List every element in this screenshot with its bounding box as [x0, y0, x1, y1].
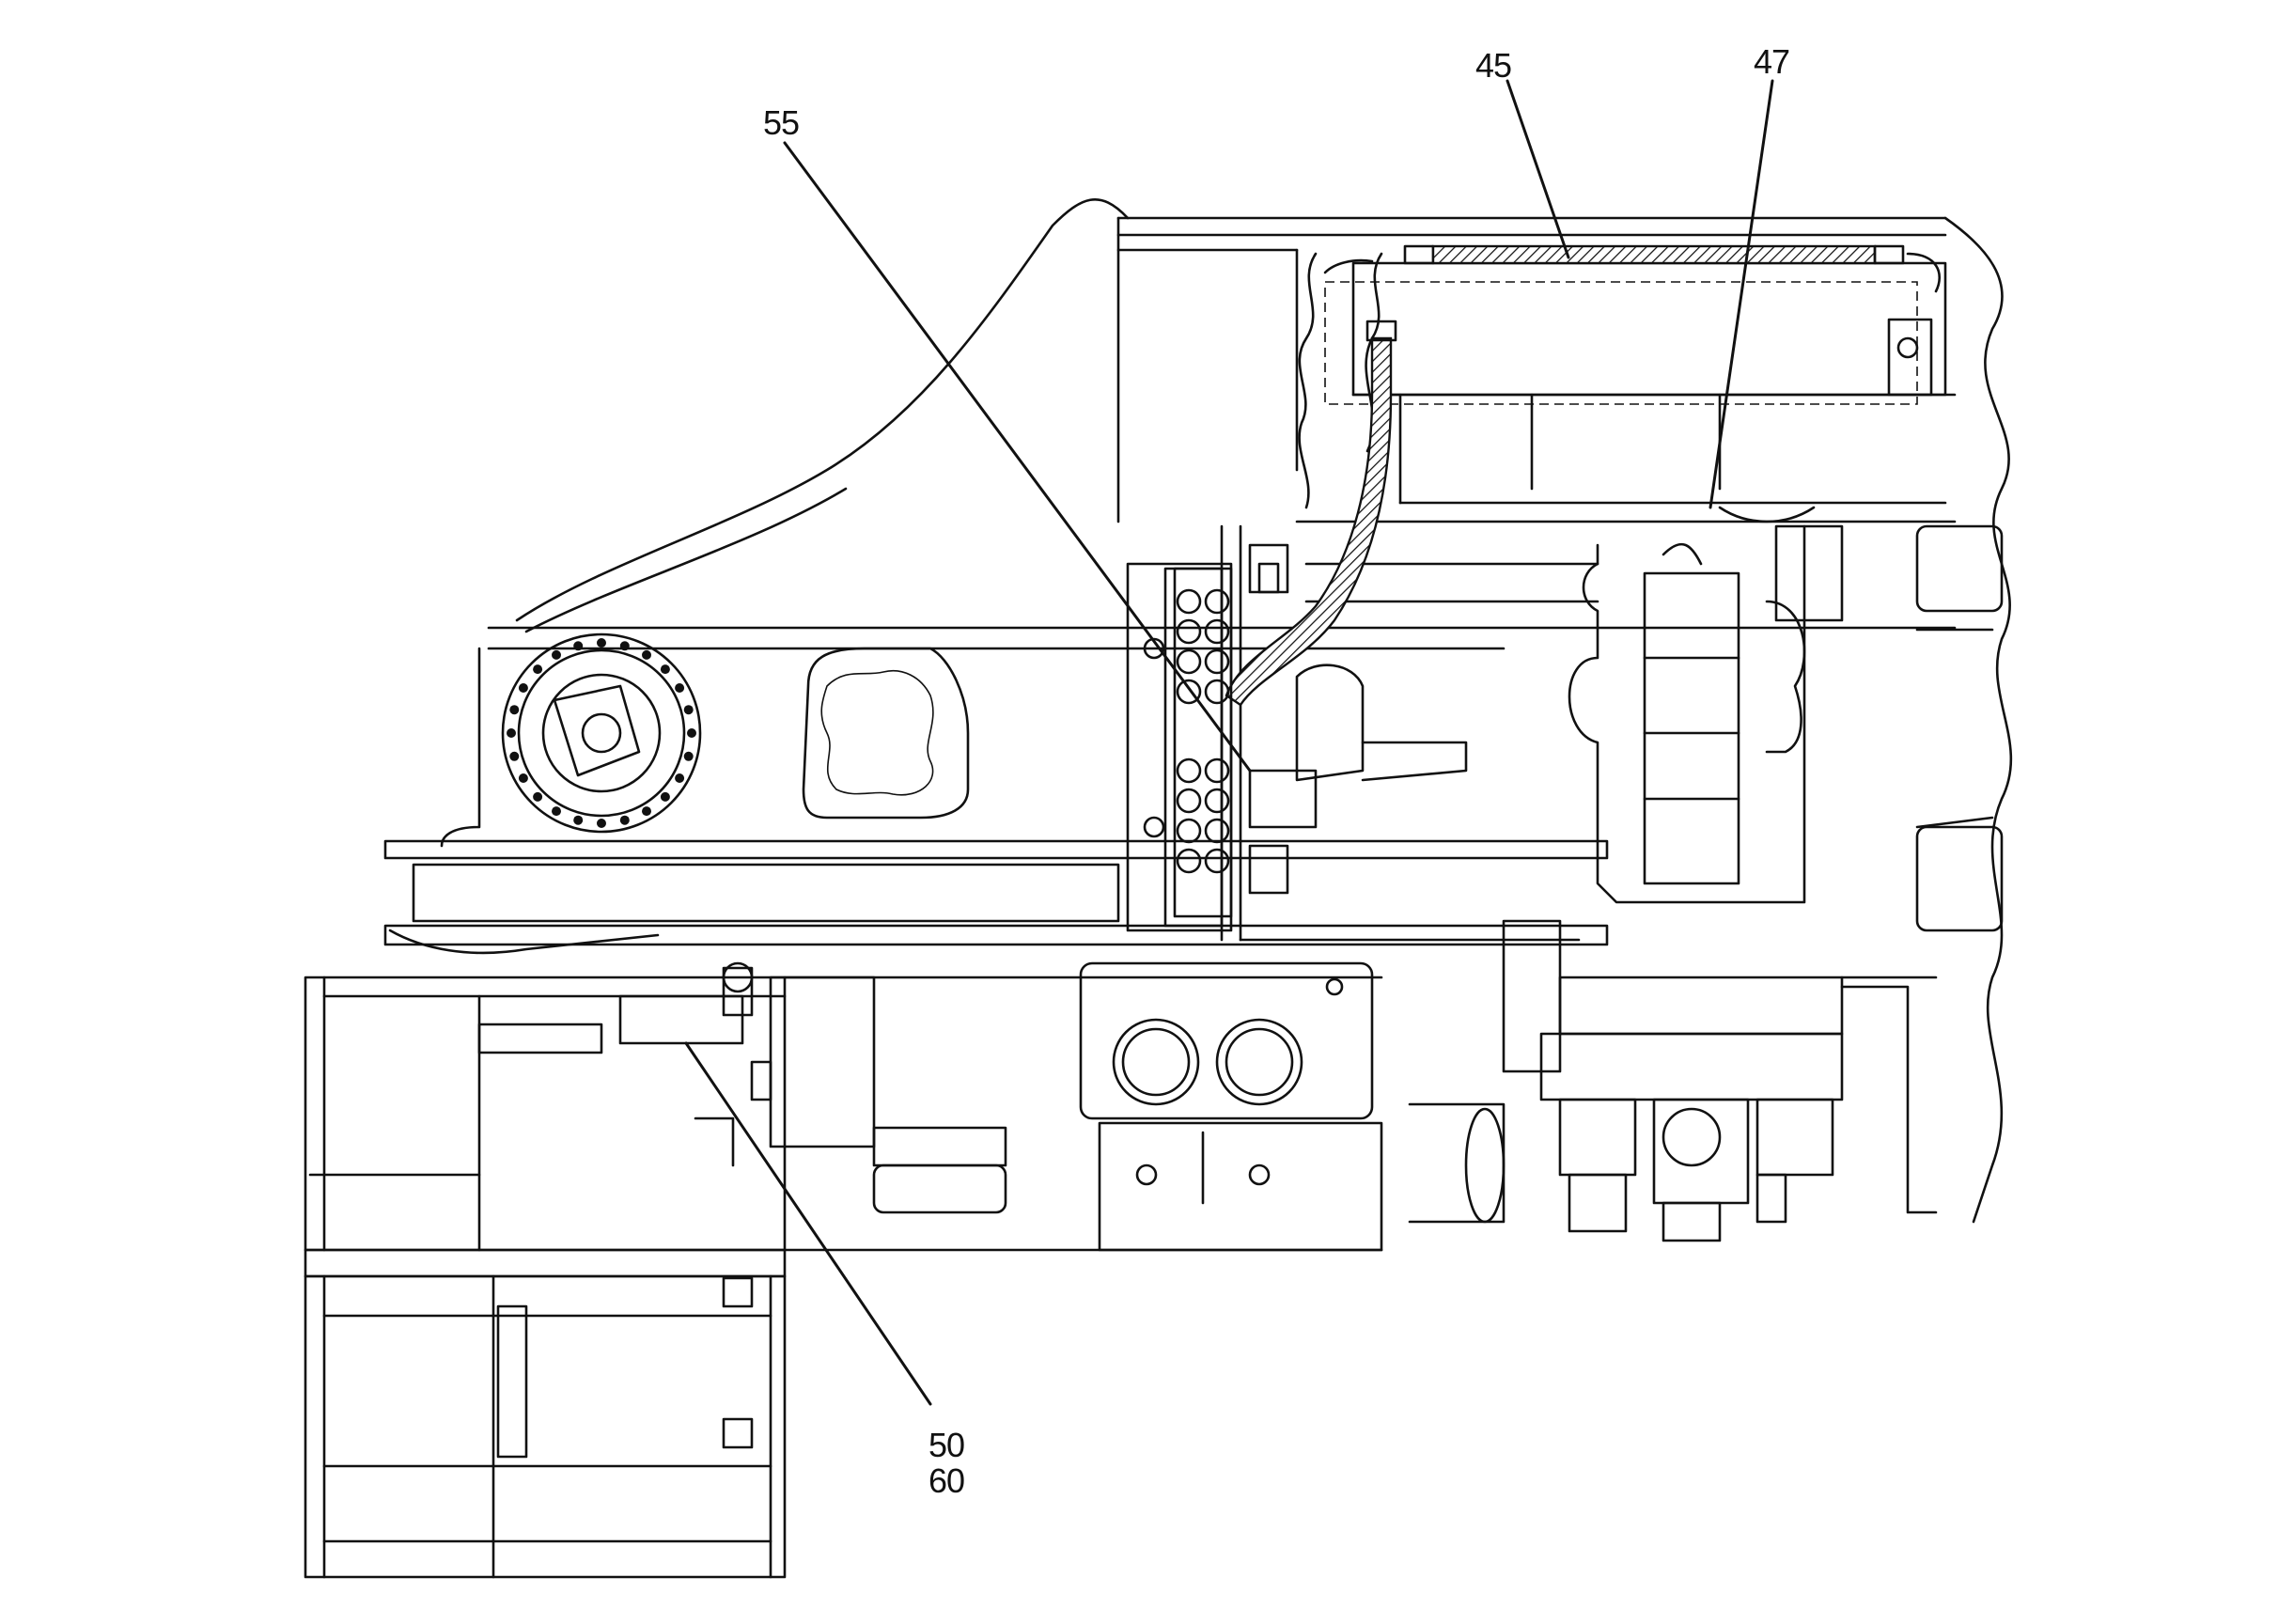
ring-bolt [619, 815, 630, 825]
gearbox [1079, 961, 1506, 1252]
pump-assembly [1502, 919, 1938, 1242]
ring-bolt [642, 806, 651, 817]
valve-port [1176, 757, 1202, 784]
leader-55 [783, 141, 1252, 773]
ring-bolt [552, 649, 561, 660]
valve-port [1204, 788, 1230, 814]
callout-55: 55 [763, 103, 799, 142]
leader-45 [1506, 79, 1570, 259]
ring-bolt [507, 728, 516, 738]
ring-bolt [533, 664, 543, 675]
callout-60: 60 [928, 1461, 964, 1500]
boom-arm [515, 198, 2013, 1224]
leader-47 [1708, 79, 1774, 509]
ring-bolt [660, 791, 670, 802]
ring-bolt [518, 683, 528, 693]
ring-bolt [660, 664, 670, 675]
ring-bolt [619, 641, 630, 651]
valve-port [1176, 588, 1202, 615]
leader-lines [684, 79, 1774, 1406]
ring-bolt [675, 683, 685, 693]
valve-port [1176, 679, 1202, 705]
ring-bolt [509, 751, 520, 761]
ring-bolt [509, 705, 520, 715]
engine-block [1568, 506, 1844, 904]
ring-bolt [573, 641, 584, 651]
valve-bank-lower [477, 961, 772, 1167]
valve-port [1204, 848, 1230, 874]
valve-port [1176, 618, 1202, 645]
valve-block [1143, 567, 1233, 918]
ring-bolt [675, 773, 685, 783]
ring-bolt [573, 815, 584, 825]
leader-50-60 [684, 1041, 932, 1406]
valve-port [1176, 818, 1202, 844]
callout-45: 45 [1475, 46, 1511, 85]
hose-assembly [1225, 320, 1397, 707]
valve-port [1176, 788, 1202, 814]
ring-bolt [533, 791, 543, 802]
callout-labels: 45 47 55 50 60 [763, 42, 1790, 1500]
valve-port [1204, 588, 1230, 615]
arm-opening [802, 647, 970, 820]
valve-port [1204, 818, 1230, 844]
valve-port [1176, 648, 1202, 675]
valve-port [1176, 848, 1202, 874]
ring-bolt [683, 751, 694, 761]
upper-enclosure [1298, 244, 1957, 509]
slewing-ring [501, 632, 702, 834]
valve-port [1204, 618, 1230, 645]
fittings-right-of-block [1248, 543, 1468, 895]
ring-bolt [683, 705, 694, 715]
callout-50: 50 [928, 1426, 964, 1464]
ring-bolt [552, 806, 561, 817]
ring-bolt [518, 773, 528, 783]
valve-port [1204, 757, 1230, 784]
valve-port [1204, 679, 1230, 705]
ring-bolt [597, 638, 606, 648]
valve-port [1204, 648, 1230, 675]
ring-bolt [642, 649, 651, 660]
callout-47: 47 [1754, 42, 1789, 81]
ring-bolt [597, 819, 606, 828]
ring-bolt [687, 728, 696, 738]
